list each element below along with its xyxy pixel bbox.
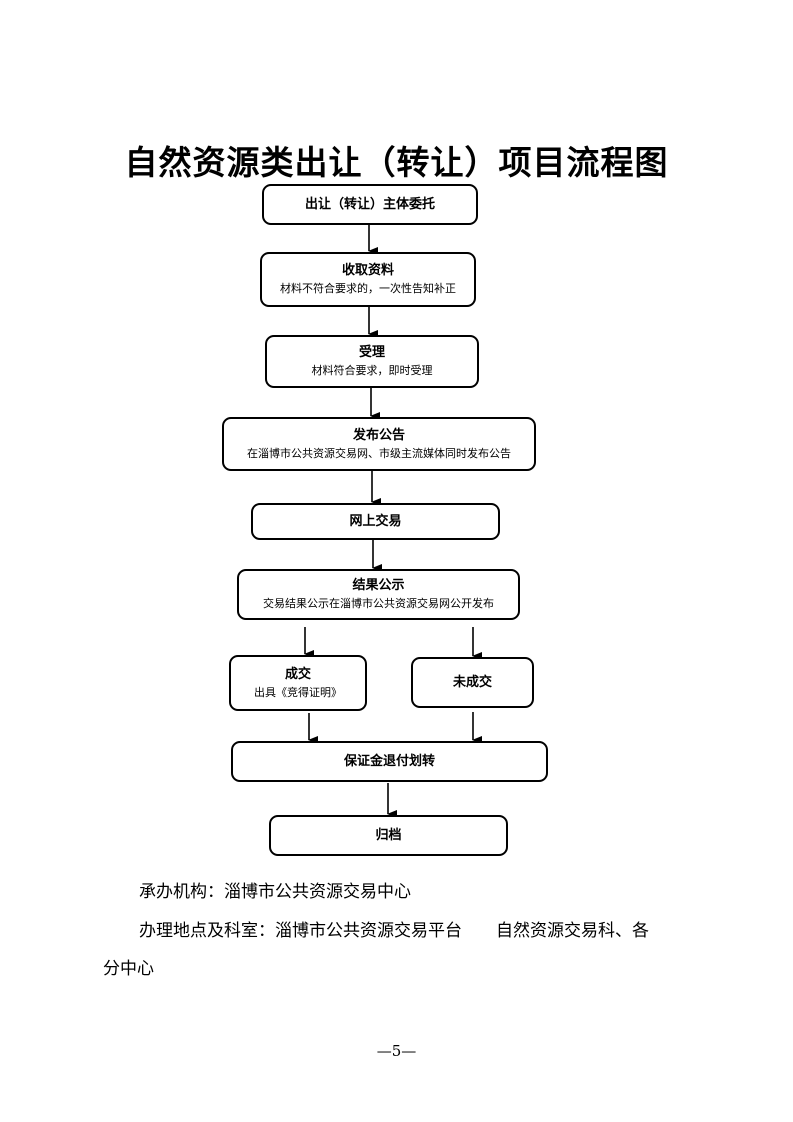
- step-online-trading: 网上交易: [251, 503, 500, 540]
- step-accept: 受理 材料符合要求，即时受理: [265, 335, 479, 388]
- step-accept-label: 受理: [358, 345, 385, 360]
- step-collect-materials: 收取资料 材料不符合要求的，一次性告知补正: [260, 252, 476, 307]
- step-publish-notice: 发布公告 在淄博市公共资源交易网、市级主流媒体同时发布公告: [222, 417, 536, 471]
- page-number: —5—: [376, 1042, 417, 1060]
- step-collect-materials-label: 收取资料: [341, 263, 394, 278]
- step-result-publicity-note: 交易结果公示在淄博市公共资源交易网公开发布: [263, 597, 494, 610]
- step-deal-failed: 未成交: [411, 657, 534, 708]
- step-archive-label: 归档: [375, 828, 402, 843]
- step-online-trading-label: 网上交易: [349, 514, 402, 529]
- step-publish-notice-note: 在淄博市公共资源交易网、市级主流媒体同时发布公告: [247, 446, 511, 460]
- organizer-line: 承办机构：淄博市公共资源交易中心: [139, 882, 411, 902]
- step-deposit-refund: 保证金退付划转: [231, 741, 548, 782]
- step-entrust-label: 出让（转让）主体委托: [304, 197, 435, 212]
- step-deal-closed-label: 成交: [284, 666, 311, 682]
- step-deposit-refund-label: 保证金退付划转: [343, 754, 435, 769]
- step-publish-notice-label: 发布公告: [352, 427, 405, 443]
- step-archive: 归档: [269, 815, 508, 856]
- location-line-continued: 分中心: [103, 959, 154, 979]
- page-title: 自然资源类出让（转让）项目流程图: [124, 143, 669, 182]
- step-deal-failed-label: 未成交: [452, 675, 492, 690]
- step-entrust: 出让（转让）主体委托: [262, 184, 478, 225]
- step-accept-note: 材料符合要求，即时受理: [311, 364, 433, 377]
- step-deal-closed: 成交 出具《竞得证明》: [229, 655, 367, 711]
- step-deal-closed-note: 出具《竞得证明》: [254, 685, 342, 699]
- location-line: 办理地点及科室：淄博市公共资源交易平台 自然资源交易科、各: [139, 921, 649, 941]
- step-collect-materials-note: 材料不符合要求的，一次性告知补正: [280, 282, 456, 295]
- step-result-publicity-label: 结果公示: [352, 578, 405, 593]
- step-result-publicity: 结果公示 交易结果公示在淄博市公共资源交易网公开发布: [237, 569, 520, 620]
